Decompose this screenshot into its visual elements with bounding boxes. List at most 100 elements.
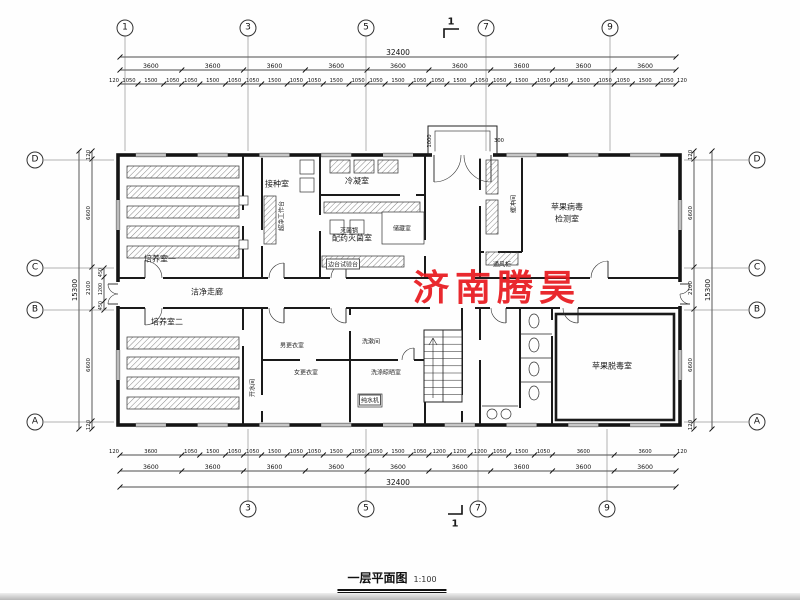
drawing-title-text: 一层平面图: [347, 571, 408, 585]
dim-label: 3600: [637, 63, 653, 70]
dim-label: 1500: [515, 449, 528, 455]
dim-label: 3600: [267, 464, 283, 471]
entrance-porch: [427, 125, 498, 156]
axis-bubble-A: A: [26, 413, 44, 431]
dim-label: 1050: [308, 449, 321, 455]
dim-label: 1500: [268, 78, 281, 84]
dim-label: 1050: [290, 449, 303, 455]
dim-label: 3600: [514, 63, 530, 70]
dim-label: 1050: [617, 78, 630, 84]
watermark-text: 济南腾昊: [412, 268, 582, 309]
dim-label: 1050: [308, 78, 321, 84]
dim-label: 3600: [390, 464, 406, 471]
dim-label: 3600: [577, 449, 590, 455]
dim-label: 1050: [660, 78, 673, 84]
generated-annotations-layer: 32400 3600 3600 3600 3600 3600 3600 3600 3600 360…: [44, 36, 748, 501]
axis-bubble-A: A: [748, 413, 766, 431]
dim-label: 6600: [86, 358, 92, 372]
dim-label: 3600: [144, 449, 157, 455]
dim-label: 1050: [537, 449, 550, 455]
dim-label: 1050: [555, 78, 568, 84]
dim-label: 1200: [98, 283, 104, 295]
dim-label: 15300: [71, 279, 79, 301]
dim-label: 1500: [268, 449, 281, 455]
dim-label: 32400: [386, 478, 410, 487]
dim-label: 120: [109, 449, 119, 455]
dim-label: 1050: [493, 78, 506, 84]
dim-label: 3600: [639, 449, 652, 455]
dim-label: 450: [98, 301, 104, 310]
axis-bubble-C: C: [748, 259, 766, 277]
dim-label: 1200: [433, 449, 446, 455]
dim-label: 120: [677, 78, 687, 84]
dim-label: 2100: [86, 281, 92, 295]
dim-label: 3600: [514, 464, 530, 471]
dim-label: 1500: [453, 78, 466, 84]
dim-label: 3600: [575, 63, 591, 70]
dim-label: 3600: [452, 464, 468, 471]
dim-label: 1500: [206, 78, 219, 84]
dim-label: 1050: [352, 449, 365, 455]
axis-bubble-9: 9: [601, 19, 619, 37]
dim-label: 2100: [688, 281, 694, 295]
axis-bubble-3: 3: [239, 19, 257, 37]
dim-label: 1500: [330, 449, 343, 455]
dim-label: 1050: [431, 78, 444, 84]
drawing-scale: 1:100: [413, 575, 437, 584]
dim-label: 3600: [143, 63, 159, 70]
dim-label: 1050: [370, 78, 383, 84]
dim-label: 1050: [352, 78, 365, 84]
drawing-title: 一层平面图 1:100: [337, 567, 447, 593]
dim-label: 1050: [246, 449, 259, 455]
dim-label: 3600: [328, 464, 344, 471]
dim-label: 1050: [228, 78, 241, 84]
axis-bubble-7: 7: [469, 500, 487, 518]
dim-label: 1050: [290, 78, 303, 84]
dim-label: 3600: [205, 63, 221, 70]
dim-label: 1500: [144, 78, 157, 84]
dim-label: 120: [86, 149, 92, 160]
axis-bubble-5: 5: [357, 19, 375, 37]
dim-label: 120: [688, 419, 694, 430]
dim-label: 6600: [688, 206, 694, 220]
dim-label: 1050: [599, 78, 612, 84]
dim-label: 1050: [184, 449, 197, 455]
dim-label: 6600: [688, 358, 694, 372]
dim-label: 3600: [452, 63, 468, 70]
axis-bubble-D: D: [748, 151, 766, 169]
dim-label: 32400: [386, 48, 410, 57]
bottom-gray-strip: [0, 593, 800, 600]
dim-label: 1500: [206, 449, 219, 455]
dim-label: 15300: [704, 279, 712, 301]
axis-bubble-5: 5: [357, 500, 375, 518]
dim-label: 3600: [143, 464, 159, 471]
dim-label: 3600: [328, 63, 344, 70]
dim-label: 1500: [515, 78, 528, 84]
section-flag-marks: [443, 28, 463, 515]
dim-label: 1200: [474, 449, 487, 455]
dim-label: 1050: [122, 78, 135, 84]
dim-label: 3600: [575, 464, 591, 471]
dim-label: 1050: [537, 78, 550, 84]
axis-bubble-9: 9: [598, 500, 616, 518]
dim-label: 1000: [427, 134, 433, 147]
axis-bubble-1: 1: [116, 19, 134, 37]
dim-label: 450: [98, 268, 104, 277]
partition-walls: [118, 155, 680, 425]
dim-label: 300: [494, 138, 504, 144]
dim-label: 1050: [228, 449, 241, 455]
dim-label: 1200: [453, 449, 466, 455]
dim-label: 120: [86, 419, 92, 430]
dim-label: 120: [109, 78, 119, 84]
dim-label: 3600: [390, 63, 406, 70]
dim-label: 120: [688, 149, 694, 160]
dim-label: 1050: [493, 449, 506, 455]
detox-room-inner-wall: [554, 312, 676, 422]
dim-label: 1050: [184, 78, 197, 84]
axis-bubble-D: D: [26, 151, 44, 169]
dim-label: 120: [677, 449, 687, 455]
axis-bubble-C: C: [26, 259, 44, 277]
dim-label: 1050: [166, 78, 179, 84]
dim-label: 3600: [267, 63, 283, 70]
